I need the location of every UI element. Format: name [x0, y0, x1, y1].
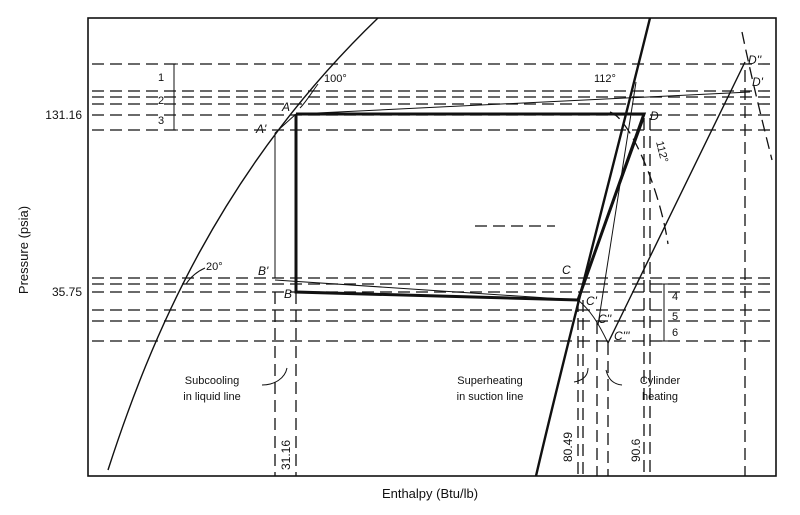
band-bracket-lower [660, 283, 668, 342]
annotation-subcooling-1: Subcooling [185, 375, 239, 387]
x-tick-80: 80.49 [561, 432, 575, 462]
line-a-to-d-prime [295, 91, 751, 115]
band-2: 2 [158, 95, 164, 107]
band-4: 4 [672, 291, 678, 303]
y-tick-35: 35.75 [52, 285, 82, 299]
isotherm-right [741, 31, 773, 161]
point-a-prime: A' [255, 122, 267, 136]
x-tick-31: 31.16 [279, 440, 293, 470]
arrow-superheating [573, 367, 589, 383]
y-tick-131: 131.16 [45, 108, 82, 122]
temp-112-top: 112° [594, 73, 616, 85]
point-c-dprime: C'' [598, 312, 612, 326]
point-c: C [562, 263, 571, 277]
x-axis-label: Enthalpy (Btu/lb) [382, 486, 478, 501]
arrow-cylinder [605, 369, 623, 386]
plot-frame [87, 17, 777, 477]
isentrope-c2 [597, 81, 637, 326]
point-c-tprime: C''' [614, 329, 630, 343]
saturated-vapor-curve [534, 17, 652, 477]
band-6: 6 [672, 327, 678, 339]
y-axis-label: Pressure (psia) [16, 206, 31, 294]
band-bracket-upper [170, 63, 178, 131]
saturated-liquid-curve [107, 17, 379, 471]
annotation-cylinder-2: heating [642, 391, 678, 403]
temp-112-side: 112° [653, 140, 670, 164]
line-a-prime-a [274, 113, 297, 134]
annotation-superheating-1: Superheating [457, 375, 522, 387]
point-d-dprime: D'' [748, 53, 762, 67]
point-b: B [284, 287, 292, 301]
isentrope-c3-d2 [607, 61, 746, 344]
point-c-prime: C' [586, 294, 598, 308]
point-b-prime: B' [258, 264, 269, 278]
temp-20: 20° [206, 261, 223, 273]
line-c-prime-c3 [577, 299, 609, 344]
x-tick-90: 90.6 [629, 438, 643, 462]
annotation-superheating-2: in suction line [457, 391, 524, 403]
band-1: 1 [158, 72, 164, 84]
line-b-prime-c-prime [274, 279, 579, 301]
band-5: 5 [672, 311, 678, 323]
point-d-prime: D' [752, 75, 764, 89]
temp-100: 100° [324, 73, 347, 85]
arrow-subcooling [261, 367, 288, 386]
point-d: D [650, 109, 659, 123]
main-cycle [294, 112, 647, 302]
arrow-20 [185, 267, 206, 285]
point-a: A [281, 100, 290, 114]
enthalpy-dashed-lines [274, 70, 746, 476]
band-3: 3 [158, 115, 164, 127]
arrow-100 [299, 83, 319, 109]
annotation-subcooling-2: in liquid line [183, 391, 240, 403]
annotation-cylinder-1: Cylinder [640, 375, 681, 387]
